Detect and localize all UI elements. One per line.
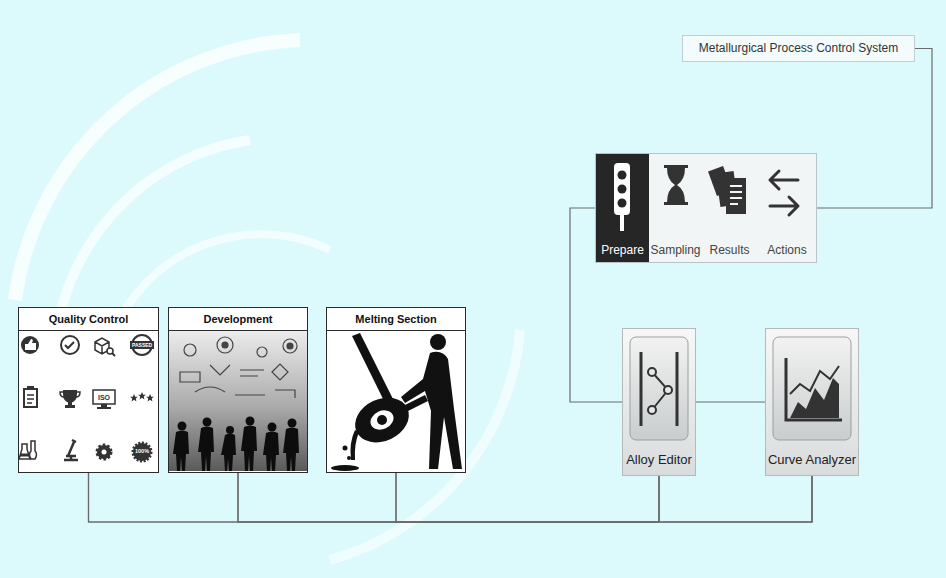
connector-line (89, 473, 660, 522)
node-text: Alloy Editor (623, 453, 695, 468)
node-text: Actions (757, 244, 817, 258)
department-panel: Melting Section (326, 307, 466, 473)
connector-line (817, 49, 932, 209)
connector-line (696, 401, 765, 402)
connector-line (396, 473, 659, 522)
node-text: Development (169, 308, 307, 331)
node-text: Melting Section (327, 308, 465, 331)
node-text: Results (702, 244, 757, 258)
department-panel: Development (168, 307, 308, 473)
node-text: Sampling (649, 244, 702, 258)
node-text: Curve Analyzer (766, 453, 858, 468)
system-box: Metallurgical Process Control System (682, 35, 915, 62)
icon-text: PASSED (132, 343, 152, 348)
node-text: Prepare (596, 244, 649, 258)
connector-line (238, 473, 812, 522)
connector-line (396, 473, 812, 522)
connector-line (89, 473, 813, 522)
application-tile: Alloy Editor (622, 328, 696, 476)
node-text: Quality Control (19, 308, 158, 331)
connector-line (238, 473, 659, 522)
application-tile: Curve Analyzer (765, 328, 859, 476)
node-text: Metallurgical Process Control System (683, 36, 914, 61)
icon-text: ISO (98, 394, 110, 401)
icon-text: 100% (135, 449, 149, 455)
workflow-toolbar: PrepareSamplingResultsActions (595, 153, 817, 263)
swirl-arc (15, 40, 300, 300)
